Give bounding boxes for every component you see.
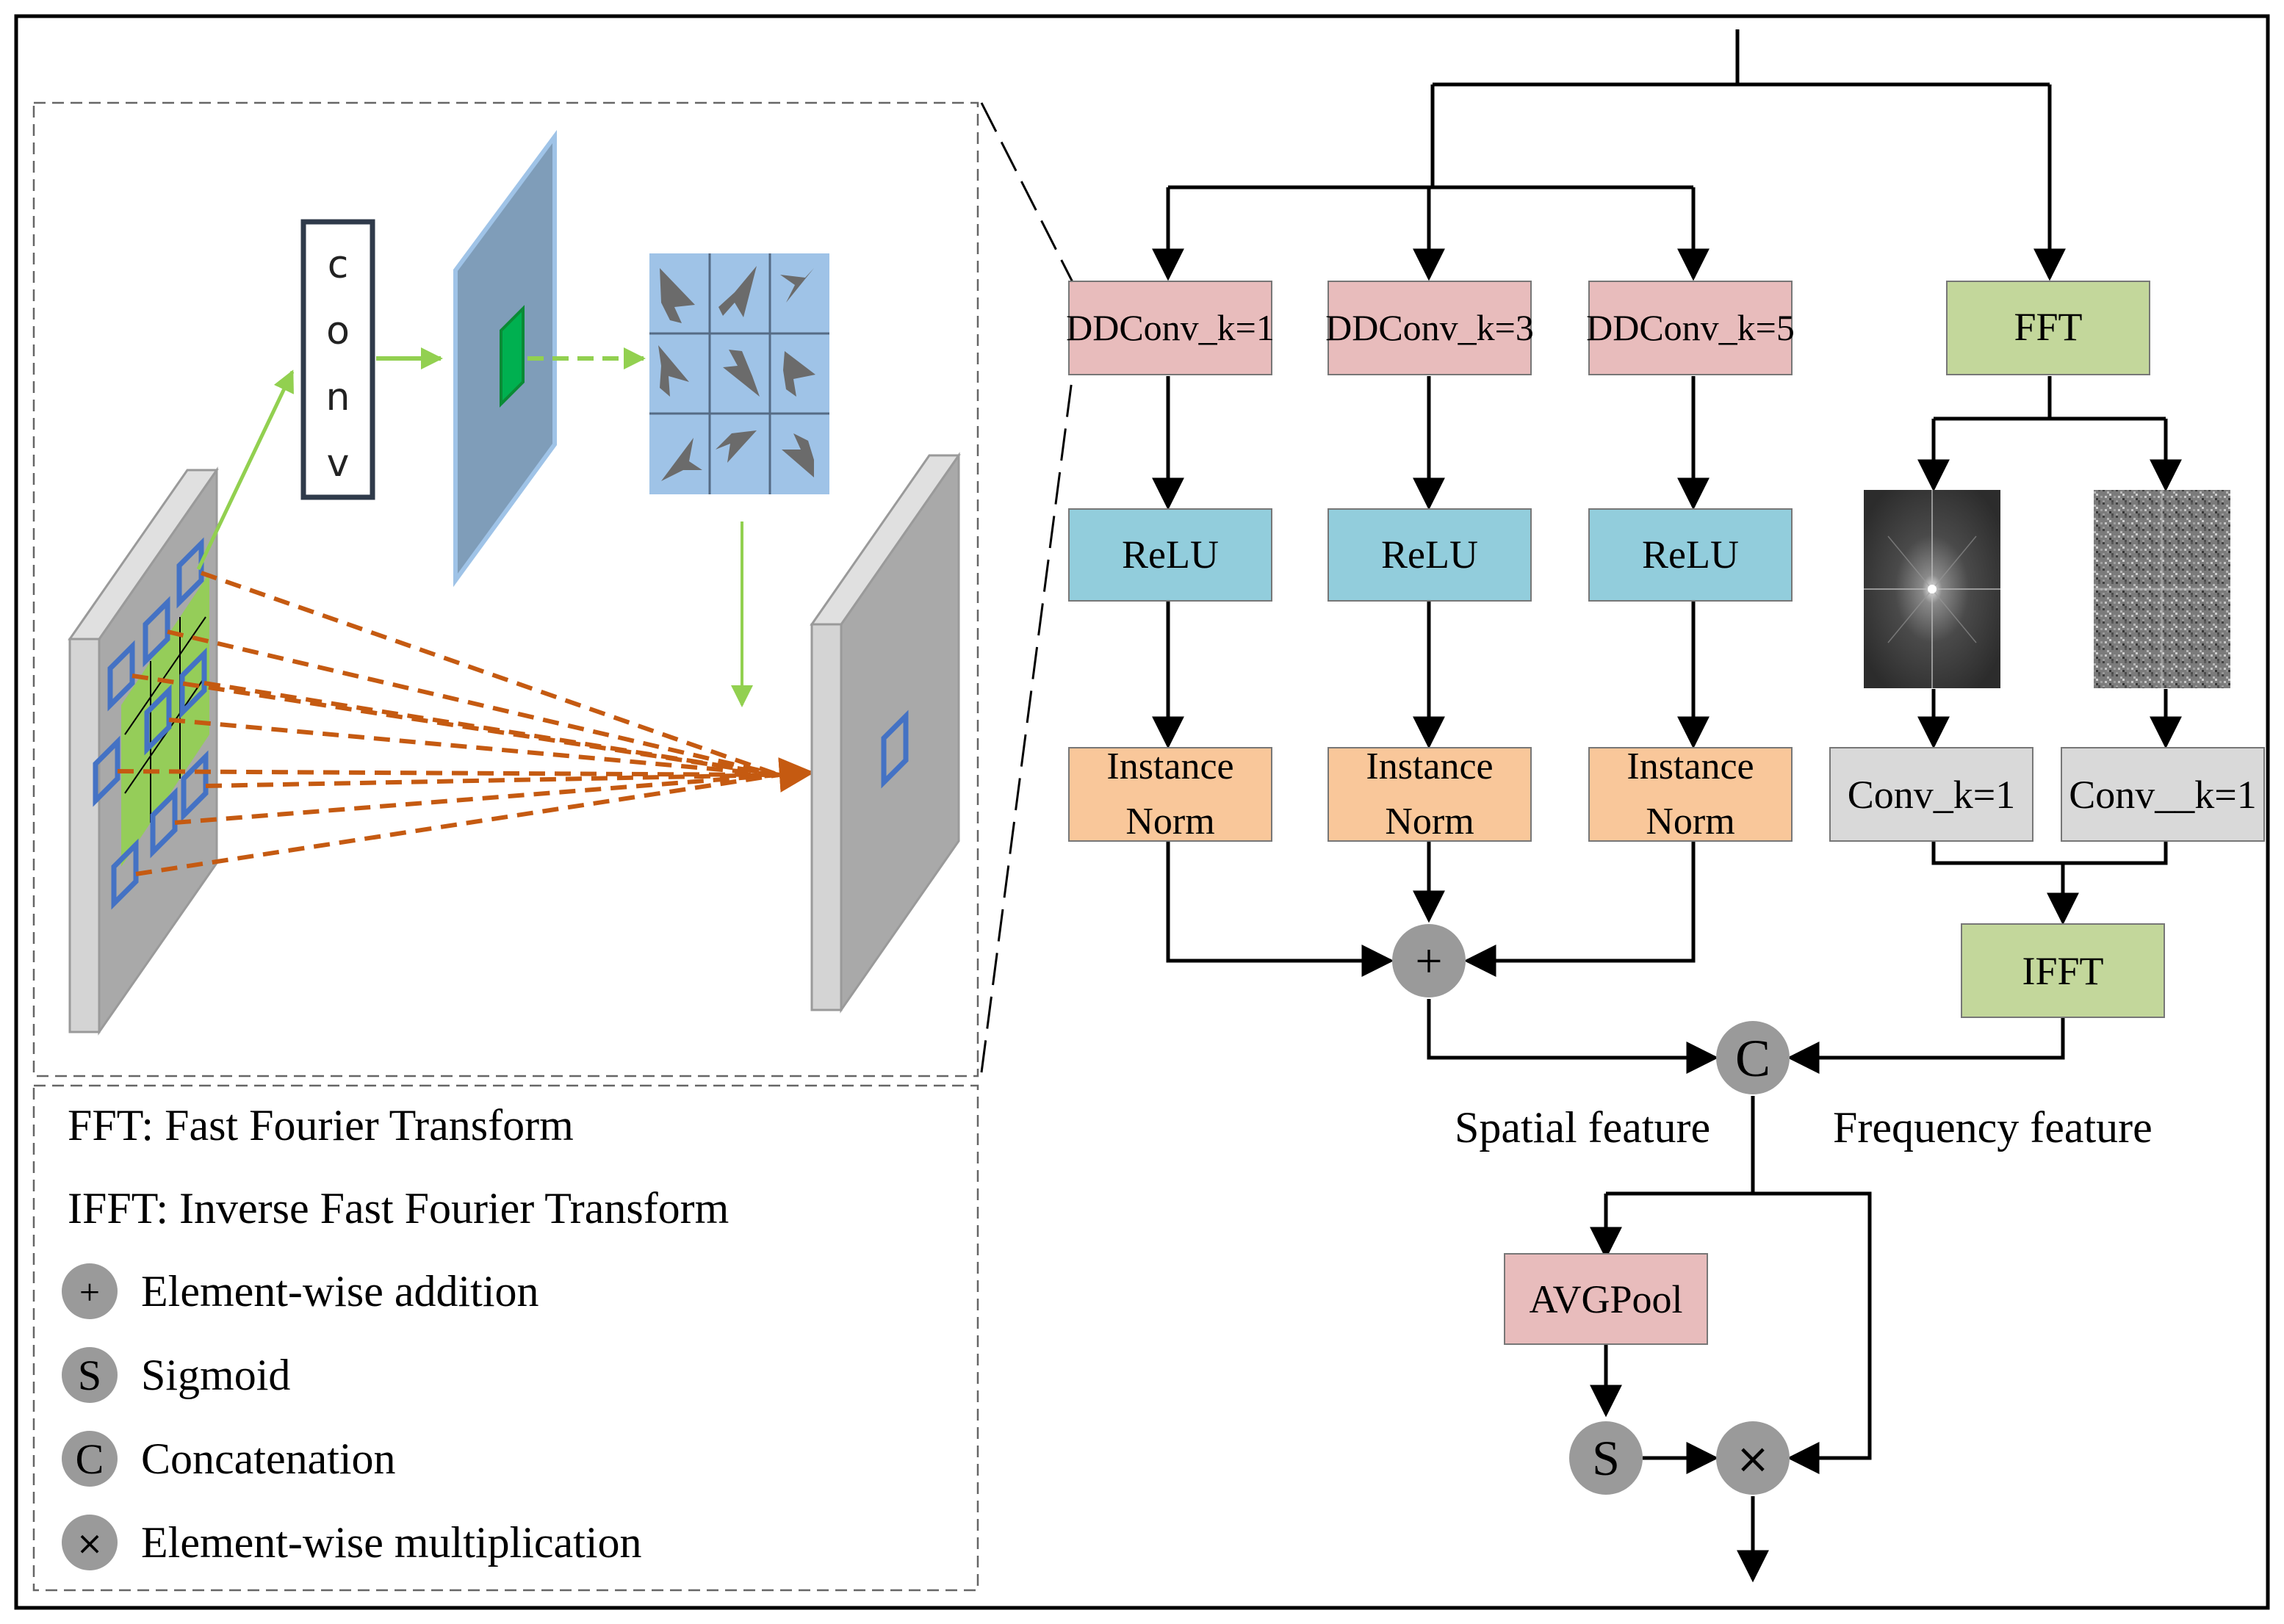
conv-k1-left-label: Conv_k=1: [1848, 773, 2015, 817]
relu-3-box: [1588, 508, 1793, 602]
legend-ifft: IFFT: Inverse Fast Fourier Transform: [68, 1184, 729, 1233]
legend-add-symbol: [62, 1263, 118, 1319]
concat-operator-symbol: C: [1735, 1029, 1770, 1088]
instance-norm-2-line1: Instance: [1366, 746, 1493, 787]
instance-norm-2-box: [1327, 747, 1532, 842]
avgpool-box: [1504, 1253, 1708, 1345]
conv-letter-v: v: [327, 441, 350, 486]
ifft-label: IFFT: [2022, 949, 2103, 993]
legend-concat-text: Concatenation: [141, 1434, 396, 1483]
fft-amplitude-spectrum: [1864, 490, 2000, 688]
multiply-operator: [1716, 1421, 1790, 1495]
ddconv-k3-box: [1327, 281, 1532, 375]
plate-to-conv-arrow: [196, 369, 295, 571]
relu-3-label: ReLU: [1642, 533, 1739, 577]
sigmoid-operator: [1569, 1421, 1643, 1495]
legend-item-concat: C Concatenation: [62, 1431, 396, 1487]
instance-norm-1-box: [1068, 747, 1272, 842]
conv-k1-right-label: Conv__k=1: [2069, 773, 2256, 817]
conv-k1-right-box: [2061, 747, 2265, 842]
avgpool-label: AVGPool: [1529, 1277, 1682, 1321]
spatial-feature-label: Spatial feature: [1455, 1103, 1710, 1152]
instance-norm-3-line1: Instance: [1626, 746, 1754, 787]
conv-letter-c: c: [328, 243, 349, 287]
relu-1-box: [1068, 508, 1272, 602]
relu-2-label: ReLU: [1381, 533, 1478, 577]
zoom-line-bottom: [980, 374, 1074, 1073]
concat-operator: [1716, 1021, 1790, 1094]
ddconv-k1-label: DDConv_k=1: [1066, 307, 1275, 348]
conv-letter-n: n: [326, 375, 350, 419]
legend-sigmoid-symbol: [62, 1347, 118, 1403]
add-operator-symbol: +: [1415, 934, 1442, 988]
legend-multiply-text: Element-wise multiplication: [141, 1518, 642, 1567]
ddconv-k1-box: [1068, 281, 1272, 375]
relu-1-label: ReLU: [1122, 533, 1219, 577]
sampling-points: [93, 537, 209, 910]
fft-box: [1946, 281, 2150, 375]
fft-phase-spectrum: [2094, 490, 2230, 688]
relu-2-box: [1327, 508, 1532, 602]
conv-box: c o n v: [300, 219, 375, 500]
offset-grid: [649, 253, 829, 494]
conv-k1-left-box: [1829, 747, 2033, 842]
deformable-sampling-lines: [117, 571, 815, 876]
instance-norm-1-line1: Instance: [1106, 746, 1233, 787]
fft-label: FFT: [2014, 305, 2082, 349]
frequency-feature-label: Frequency feature: [1833, 1103, 2152, 1152]
legend-panel: [32, 1084, 979, 1592]
legend-sigmoid-text: Sigmoid: [141, 1351, 290, 1399]
instance-norm-3-line2: Norm: [1646, 801, 1734, 842]
ifft-box: [1961, 923, 2165, 1018]
input-feature-plate: [68, 466, 219, 1036]
ddconv-k5-box: [1588, 281, 1793, 375]
flow-connectors: [1152, 29, 2182, 1583]
add-operator: [1392, 924, 1466, 997]
legend-fft: FFT: Fast Fourier Transform: [68, 1101, 574, 1150]
multiply-operator-symbol: ×: [1736, 1435, 1770, 1483]
legend-item-multiply: × Element-wise multiplication: [62, 1515, 642, 1570]
conv-letter-o: o: [326, 309, 350, 353]
outer-frame: [14, 14, 2270, 1610]
legend-item-sigmoid: S Sigmoid: [62, 1347, 290, 1403]
instance-norm-2-line2: Norm: [1385, 801, 1474, 842]
legend-item-add: + Element-wise addition: [62, 1263, 539, 1319]
sigmoid-operator-symbol: S: [1592, 1430, 1620, 1486]
ddconv-k5-label: DDConv_k=5: [1586, 307, 1795, 348]
ddconv-k3-label: DDConv_k=3: [1325, 307, 1534, 348]
legend-multiply-symbol: [62, 1515, 118, 1570]
offset-feature-map: [453, 129, 557, 588]
svg-text:C: C: [76, 1435, 104, 1483]
svg-text:S: S: [78, 1351, 101, 1399]
zoom-line-top: [980, 102, 1074, 283]
instance-norm-3-box: [1588, 747, 1793, 842]
output-feature-plate: [810, 452, 961, 1014]
svg-text:+: +: [79, 1271, 100, 1313]
svg-text:×: ×: [76, 1525, 104, 1562]
illustration-panel: [32, 101, 979, 1078]
legend-concat-symbol: [62, 1431, 118, 1487]
instance-norm-1-line2: Norm: [1125, 801, 1214, 842]
legend-add-text: Element-wise addition: [141, 1267, 539, 1316]
